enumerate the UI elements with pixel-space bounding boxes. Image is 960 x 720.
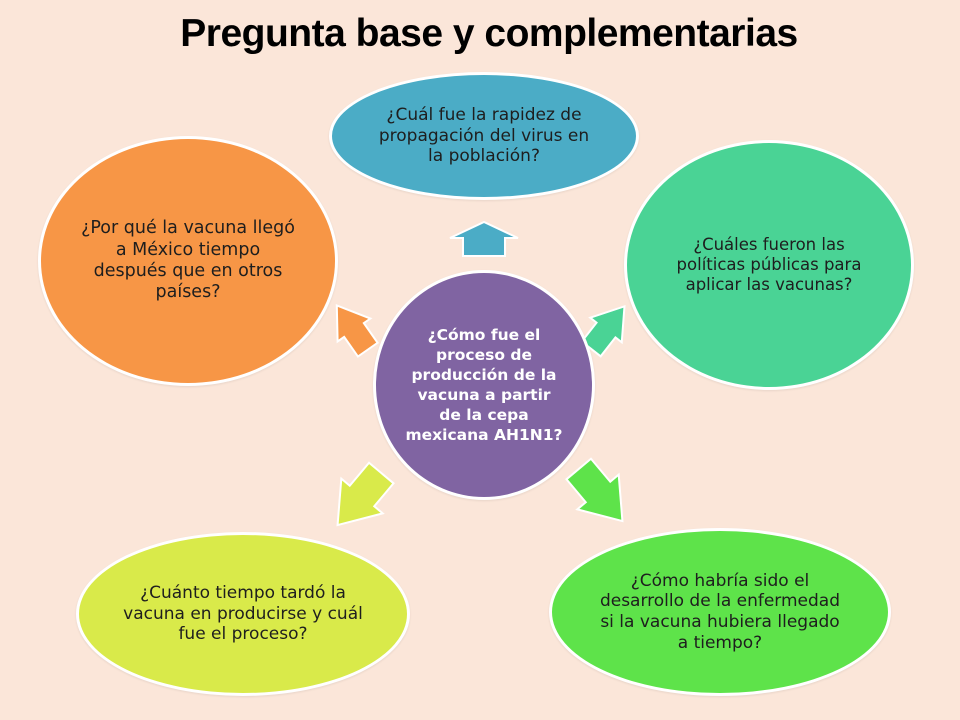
node-top: ¿Cuál fue la rapidez de propagación del … (329, 72, 639, 200)
node-left: ¿Por qué la vacuna llegó a México tiempo… (38, 136, 338, 386)
node-bottom-right-text: ¿Cómo habría sido el desarrollo de la en… (599, 570, 841, 653)
node-left-text: ¿Por qué la vacuna llegó a México tiempo… (81, 218, 295, 303)
arrow-up-top (449, 220, 519, 257)
arrow-down-left (336, 461, 395, 527)
node-top-text: ¿Cuál fue la rapidez de propagación del … (378, 104, 590, 167)
node-bottom-right: ¿Cómo habría sido el desarrollo de la en… (549, 528, 891, 696)
node-center-text: ¿Cómo fue el proceso de producción de la… (405, 325, 563, 445)
arrow-down-right (565, 457, 624, 523)
node-center: ¿Cómo fue el proceso de producción de la… (373, 270, 595, 500)
node-bottom-left: ¿Cuánto tiempo tardó la vacuna en produc… (76, 532, 410, 696)
arrow-up-right (580, 304, 626, 358)
slide-title: Pregunta base y complementarias (180, 12, 798, 55)
node-right-text: ¿Cuáles fueron las políticas públicas pa… (676, 234, 862, 295)
node-right: ¿Cuáles fueron las políticas públicas pa… (624, 140, 914, 390)
arrow-up-left (335, 303, 379, 358)
node-bottom-left-text: ¿Cuánto tiempo tardó la vacuna en produc… (123, 582, 363, 645)
